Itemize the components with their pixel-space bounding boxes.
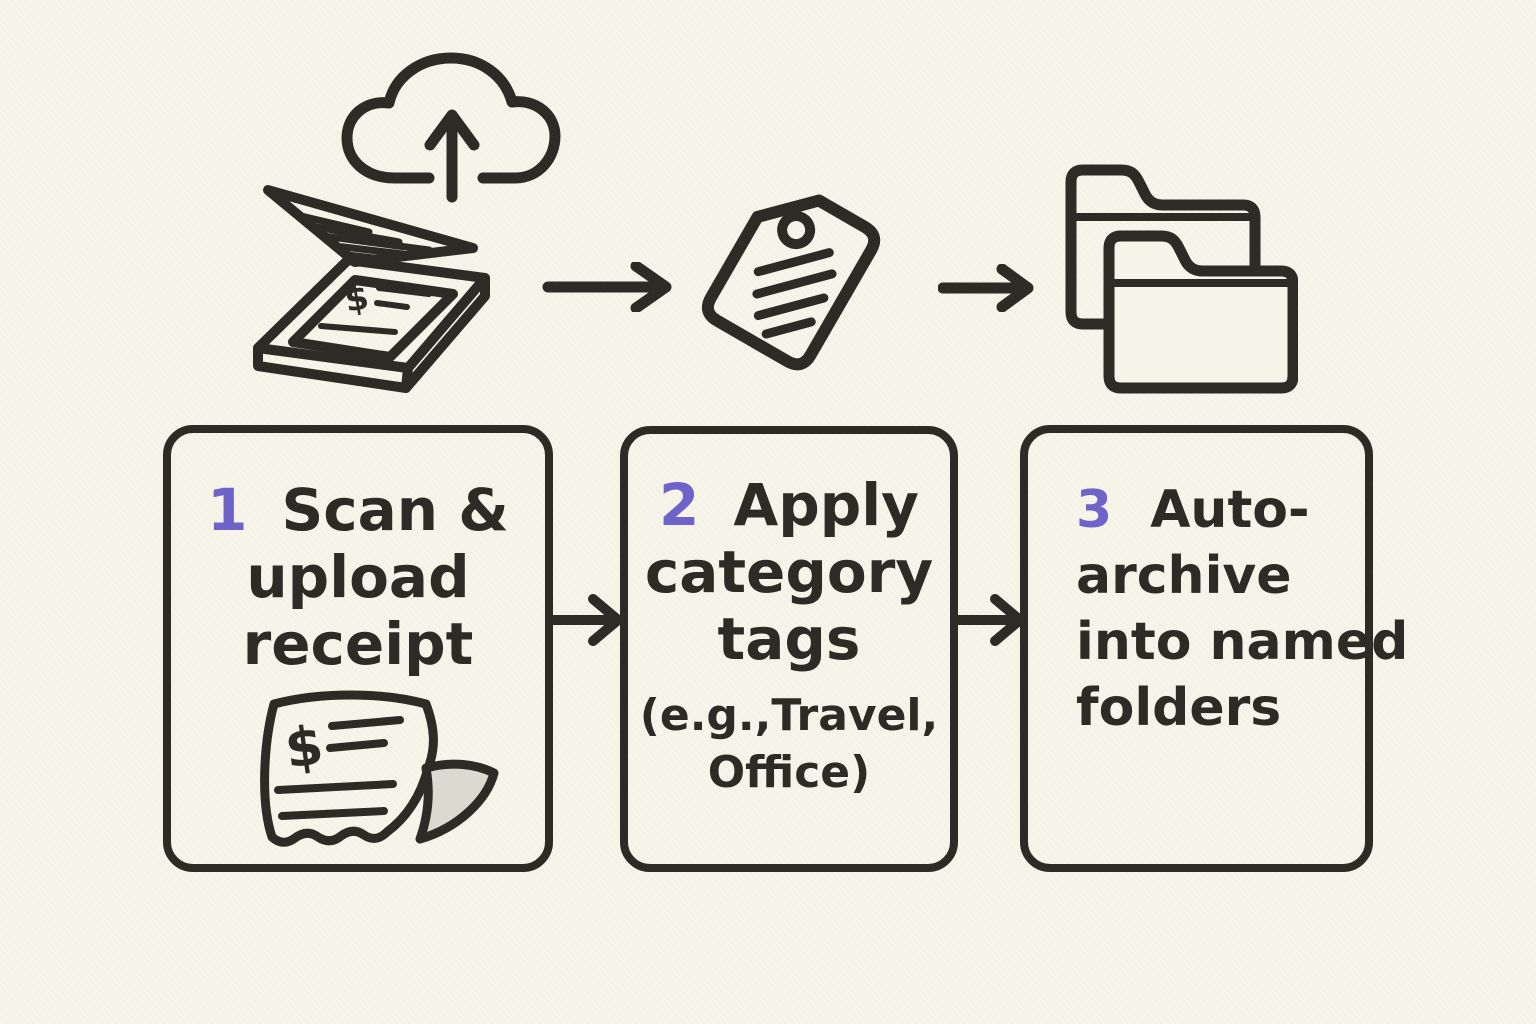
step-card-2: 2 Apply category tags (e.g.,Travel, Offi… bbox=[620, 426, 958, 872]
receipt-icon: $ bbox=[230, 686, 510, 871]
step-heading: 1 Scan & bbox=[171, 477, 545, 544]
step-title-line: tags bbox=[717, 605, 861, 673]
arrow-right-shape bbox=[549, 594, 623, 646]
receipt-dollar-sign: $ bbox=[281, 713, 327, 781]
step-title-line: category bbox=[644, 538, 934, 606]
step-note-line: Office) bbox=[707, 747, 871, 798]
step-title-line: into named bbox=[1076, 612, 1409, 672]
tag-icon bbox=[698, 172, 910, 384]
step-title-line: archive bbox=[1076, 546, 1292, 606]
scanner-document bbox=[288, 275, 458, 362]
arrow-right-shape bbox=[938, 264, 1034, 312]
step-title-line: Apply bbox=[733, 471, 919, 539]
receipt-svg: $ bbox=[260, 690, 499, 847]
step-number: 1 bbox=[207, 476, 248, 544]
step-title-line: Auto- bbox=[1150, 480, 1310, 540]
folder-front bbox=[1103, 230, 1298, 394]
step-note-line: (e.g.,Travel, bbox=[639, 690, 939, 741]
receipt-lines bbox=[274, 716, 404, 820]
scanner-icon: $ bbox=[253, 185, 490, 393]
step-title-line: receipt bbox=[242, 610, 474, 678]
tag-shape bbox=[701, 194, 881, 371]
cloud-upload-icon bbox=[341, 52, 561, 203]
step-heading: 3 Auto- bbox=[1076, 477, 1365, 543]
step-number: 2 bbox=[659, 471, 700, 539]
folders-icon bbox=[1063, 160, 1298, 395]
tag-lines bbox=[752, 248, 837, 339]
arrow-right-icon bbox=[542, 262, 674, 312]
step-number: 3 bbox=[1076, 480, 1113, 540]
arrow-right-svg bbox=[938, 264, 1034, 312]
scanner-document-lines bbox=[318, 285, 432, 335]
arrow-right-svg bbox=[549, 594, 623, 646]
arrow-right-icon bbox=[549, 592, 625, 648]
arrow-right-shape bbox=[542, 262, 672, 312]
step-title-line: Scan & bbox=[281, 476, 509, 544]
arrow-right-svg bbox=[542, 262, 672, 312]
step-title-line: folders bbox=[1076, 678, 1282, 738]
scan-upload-icon: $ bbox=[243, 48, 565, 411]
step-card-3: 3 Auto- archive into named folders bbox=[1020, 425, 1409, 872]
scan-upload-svg: $ bbox=[253, 52, 561, 393]
arrow-right-icon bbox=[951, 592, 1027, 648]
cloud-outline bbox=[341, 52, 561, 184]
upload-arrow-icon bbox=[424, 109, 480, 203]
tag-svg bbox=[701, 194, 881, 371]
arrow-right-shape bbox=[951, 594, 1025, 646]
receipt-curl bbox=[415, 759, 499, 844]
scanner-base-side bbox=[253, 273, 490, 393]
tag-hole bbox=[777, 211, 816, 250]
arrow-right-icon bbox=[938, 264, 1034, 312]
folders-svg bbox=[1065, 164, 1298, 394]
step-title-line: upload bbox=[246, 543, 470, 611]
arrow-right-svg bbox=[951, 594, 1025, 646]
step-heading: 2 Apply bbox=[628, 472, 950, 539]
scanner-paper-stack-line bbox=[411, 300, 481, 382]
step-card-1: 1 Scan & upload receipt $ bbox=[163, 425, 553, 872]
receipt-paper bbox=[260, 690, 438, 847]
